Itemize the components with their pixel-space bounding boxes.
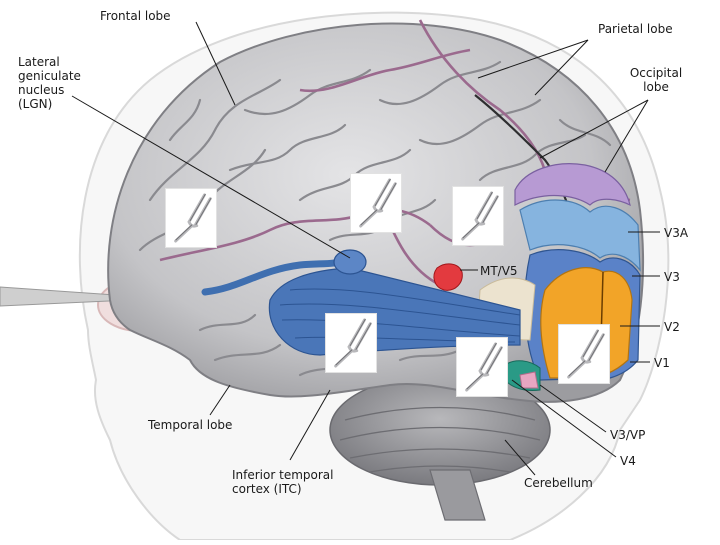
label-v3: V3 (664, 270, 680, 284)
label-v4: V4 (620, 454, 636, 468)
label-frontal-lobe: Frontal lobe (100, 9, 171, 23)
label-occipital-line-2: lobe (643, 80, 669, 94)
label-lgn-line-2: geniculate (18, 69, 81, 83)
label-lgn-line-4: (LGN) (18, 97, 53, 111)
tuning-fork-icon[interactable] (456, 337, 508, 397)
area-mt-v5 (433, 263, 463, 291)
area-v3 (519, 199, 641, 272)
label-v1: V1 (654, 356, 670, 370)
lgn-nucleus (333, 249, 367, 275)
label-cerebellum: Cerebellum (524, 476, 593, 490)
label-lgn-line-1: Lateral (18, 55, 60, 69)
tuning-fork-icon[interactable] (350, 173, 402, 233)
label-lgn-line-3: nucleus (18, 83, 65, 97)
area-v3a (514, 163, 631, 207)
brain-stem (429, 469, 486, 521)
label-temporal-lobe: Temporal lobe (148, 418, 233, 432)
label-v2: V2 (664, 320, 680, 334)
label-itc-line-2: cortex (ITC) (232, 482, 302, 496)
label-parietal-lobe: Parietal lobe (598, 22, 673, 36)
tuning-fork-icon[interactable] (558, 324, 610, 384)
label-v3a: V3A (664, 226, 689, 240)
label-v3-vp: V3/VP (610, 428, 646, 442)
area-v3-vp (519, 371, 539, 389)
label-itc-line-1: Inferior temporal (232, 468, 334, 482)
tuning-fork-icon[interactable] (325, 313, 377, 373)
tuning-fork-icon[interactable] (452, 186, 504, 246)
tuning-fork-icon[interactable] (165, 188, 217, 248)
optic-tract (201, 256, 349, 296)
label-mt-v5: MT/V5 (480, 264, 518, 278)
label-occipital-line-1: Occipital (629, 66, 683, 80)
